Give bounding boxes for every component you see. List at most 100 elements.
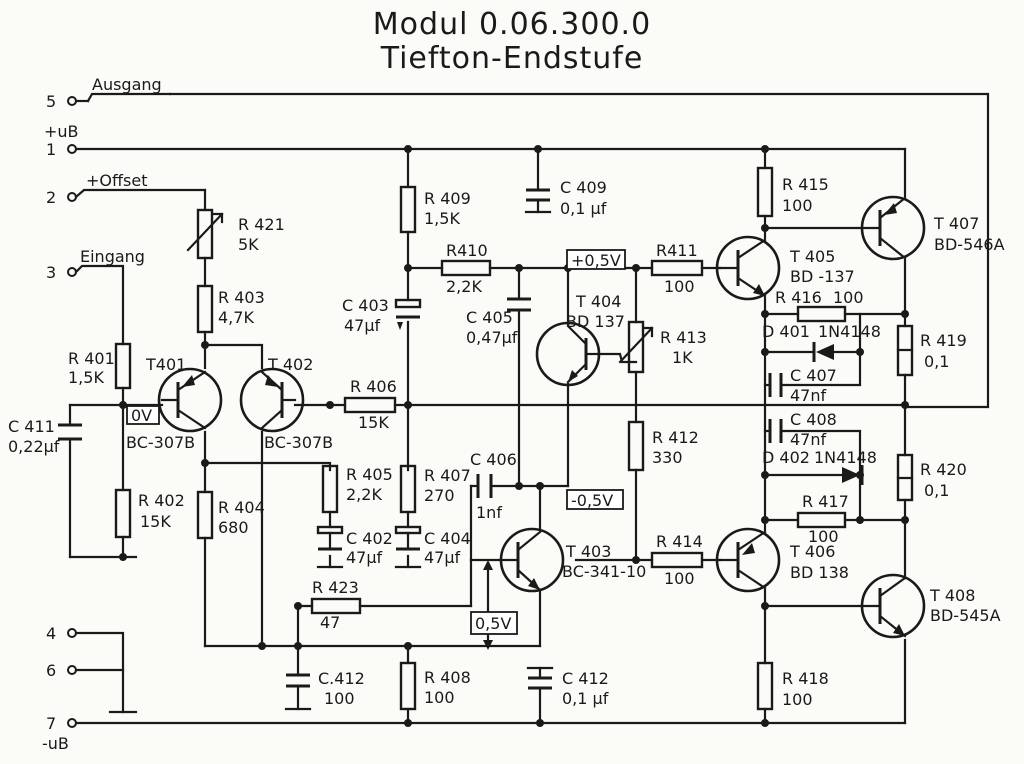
capacitor-c405: C 405 0,47µf — [466, 297, 531, 347]
resistor-r407: R 407 270 — [399, 464, 471, 514]
svg-text:T 408: T 408 — [929, 586, 975, 605]
title-line-1: Modul 0.06.300.0 — [373, 7, 651, 42]
svg-text:C 408: C 408 — [790, 410, 837, 429]
svg-text:T 406: T 406 — [789, 542, 835, 561]
svg-text:T 402: T 402 — [267, 355, 313, 374]
resistor-r418: R 418 100 — [756, 661, 829, 711]
svg-text:100: 100 — [324, 689, 355, 708]
svg-text:R 401: R 401 — [68, 349, 115, 368]
svg-text:5: 5 — [46, 92, 56, 111]
svg-text:R 420: R 420 — [920, 460, 967, 479]
svg-text:3: 3 — [46, 263, 56, 282]
resistor-r403: R 403 4,7K — [196, 284, 265, 334]
svg-text:R 402: R 402 — [138, 491, 185, 510]
resistor-r411: R411 100 — [650, 241, 704, 296]
terminal-5-label: Ausgang — [92, 75, 162, 94]
svg-text:0,22µf: 0,22µf — [8, 437, 60, 456]
junction-dots — [119, 145, 909, 727]
svg-text:1N4148: 1N4148 — [818, 322, 881, 341]
svg-text:BD 138: BD 138 — [790, 563, 849, 582]
transistor-t406: T 406 BD 138 — [715, 527, 849, 593]
svg-text:BD-545A: BD-545A — [930, 606, 1001, 625]
svg-text:R 403: R 403 — [218, 288, 265, 307]
svg-text:1,5K: 1,5K — [424, 209, 460, 228]
svg-text:T401: T401 — [145, 355, 186, 374]
terminal-5: 5 Ausgang — [46, 75, 172, 111]
svg-text:270: 270 — [424, 486, 455, 505]
svg-text:1: 1 — [46, 140, 56, 159]
svg-text:C 409: C 409 — [560, 178, 607, 197]
svg-text:47nf: 47nf — [790, 430, 827, 449]
svg-text:7: 7 — [46, 714, 56, 733]
svg-text:100: 100 — [782, 196, 813, 215]
svg-text:R411: R411 — [656, 241, 698, 260]
resistor-r413: R 413 1K — [618, 320, 707, 374]
svg-text:R 406: R 406 — [350, 377, 397, 396]
voltage-plus-0-5v: +0,5V — [566, 249, 626, 270]
wiring — [68, 92, 990, 725]
svg-text:0,1 µf: 0,1 µf — [560, 199, 607, 218]
resistor-r406: R 406 15K — [343, 377, 397, 432]
svg-text:BD 137: BD 137 — [566, 312, 625, 331]
resistor-r402: R 402 15K — [114, 488, 185, 539]
svg-text:0,47µf: 0,47µf — [466, 328, 518, 347]
svg-text:D 402: D 402 — [762, 448, 810, 467]
svg-text:1nf: 1nf — [476, 503, 502, 522]
svg-text:C 406: C 406 — [470, 450, 517, 469]
transistor-t405: T 405 BD -137 — [715, 235, 855, 301]
svg-text:C 403: C 403 — [342, 296, 389, 315]
capacitor-c407: C 407 47nf — [768, 366, 837, 405]
svg-text:100: 100 — [782, 690, 813, 709]
svg-text:47nf: 47nf — [790, 386, 827, 405]
svg-text:R 409: R 409 — [424, 189, 471, 208]
svg-text:BD-546A: BD-546A — [934, 235, 1005, 254]
terminal-7-label: -uB — [42, 734, 69, 753]
diode-d401: D 401 1N4148 — [762, 322, 881, 362]
resistor-r415: R 415 100 — [756, 166, 829, 218]
svg-text:2,2K: 2,2K — [446, 277, 482, 296]
svg-text:T 403: T 403 — [565, 542, 611, 561]
resistor-r410: R410 2,2K — [440, 241, 492, 296]
terminal-2-label: +Offset — [86, 171, 147, 190]
svg-text:C 412: C 412 — [562, 669, 609, 688]
svg-text:47µf: 47µf — [344, 316, 381, 335]
voltage-minus-0-5v: -0,5V — [566, 489, 624, 510]
svg-text:47µf: 47µf — [346, 548, 383, 567]
svg-text:R 412: R 412 — [652, 428, 699, 447]
svg-text:R 415: R 415 — [782, 175, 829, 194]
capacitor-c402: C 402 47µf — [316, 525, 393, 567]
svg-text:R 405: R 405 — [346, 465, 393, 484]
svg-text:R 418: R 418 — [782, 669, 829, 688]
terminal-6: 6 — [46, 661, 77, 680]
svg-text:100: 100 — [664, 569, 695, 588]
resistor-r404: R 404 680 — [196, 490, 265, 540]
terminal-7: 7 -uB — [42, 714, 77, 753]
svg-text:C 405: C 405 — [466, 308, 513, 327]
svg-text:47µf: 47µf — [424, 548, 461, 567]
svg-text:15K: 15K — [358, 413, 389, 432]
resistor-r405: R 405 2,2K — [321, 464, 393, 514]
svg-text:BC-307B: BC-307B — [264, 433, 333, 452]
svg-text:R 414: R 414 — [656, 532, 703, 551]
svg-text:BD -137: BD -137 — [790, 267, 855, 286]
svg-text:R 413: R 413 — [660, 328, 707, 347]
svg-text:R 407: R 407 — [424, 466, 471, 485]
terminal-2: 2 +Offset — [46, 171, 207, 207]
svg-text:15K: 15K — [140, 512, 171, 531]
svg-text:C 407: C 407 — [790, 366, 837, 385]
svg-text:0V: 0V — [131, 406, 152, 425]
resistor-r408: R 408 100 — [399, 661, 471, 711]
svg-text:R 417: R 417 — [802, 492, 849, 511]
svg-text:4: 4 — [46, 624, 56, 643]
svg-text:C 411: C 411 — [8, 417, 55, 436]
voltage-bias-0-5v: 0,5V — [470, 560, 518, 650]
svg-text:R 416: R 416 — [775, 288, 822, 307]
svg-text:D 401: D 401 — [762, 322, 810, 341]
svg-text:BC-341-10: BC-341-10 — [562, 562, 646, 581]
title-line-2: Tiefton-Endstufe — [380, 41, 644, 76]
svg-text:R 423: R 423 — [312, 578, 359, 597]
svg-text:C 402: C 402 — [346, 529, 393, 548]
transistor-t408: T 408 BD-545A — [860, 573, 1001, 639]
capacitor-c409: C 409 0,1 µf — [526, 178, 607, 218]
svg-text:1,5K: 1,5K — [68, 368, 104, 387]
